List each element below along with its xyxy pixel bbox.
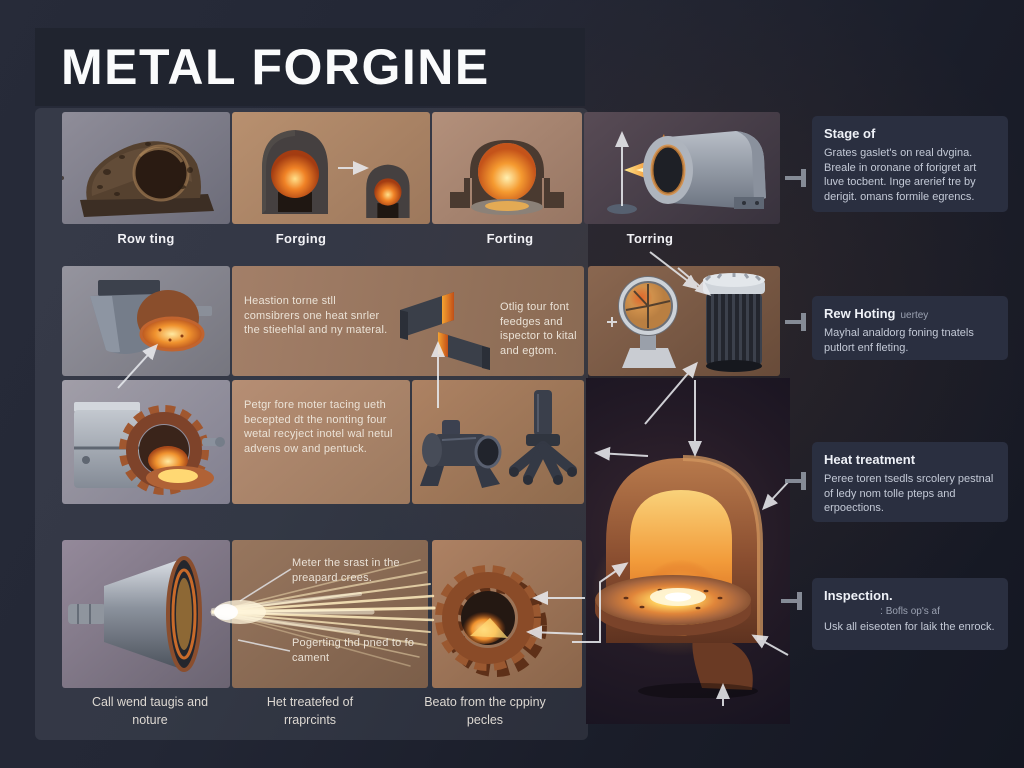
panel-bearing-housing [584,112,780,224]
furnace-foot [692,638,753,690]
side-panel-subtitle: : Bofls op's af [880,606,940,617]
side-panel-title: Stage of [824,126,876,141]
arch-furnace-illustration [262,130,410,218]
arrow-base-disc [607,204,637,214]
side-panel-stage: Stage of Grates gaslet's on real dvgina.… [812,116,1008,212]
heating-note: Heastion torne stll comsibrers one heat … [244,295,388,337]
pouring-ladle-illustration [90,280,212,354]
spark-nozzle-illustration [68,556,202,672]
side-panel-body: Grates gaslet's on real dvgina. Breale i… [824,147,977,203]
bottom-label-treated: Het treatefed of rraprcints [266,695,354,727]
stage-label-raw: Row ting [117,231,175,246]
panel-gauge-cylinder [588,266,780,376]
ribbed-cylinder-illustration [703,273,765,372]
side-panel-heat-treatment: Heat treatment Peree toren tsedls srcole… [812,442,1008,522]
page-title: METAL FORGINE [61,39,490,95]
title-block: METAL FORGINE [35,28,585,106]
small-arch-furnace [366,164,410,218]
cracked-glass-lines [625,284,671,328]
panel-recycle-note [232,380,410,504]
forging-note: Otlig tour font feedges and ispector to … [500,301,577,357]
panel-pouring-ladle [62,266,230,376]
spark-upper-note: Meter the srast in the preapard crees. [292,557,400,584]
recycle-note: Petgr fore moter tacing ueth becepted dt… [244,399,393,455]
cracked-gauge-illustration [618,276,678,368]
hub-legs [509,441,577,483]
cast-parts-illustration [420,390,577,488]
furnace-glow [271,150,319,198]
bottom-label-weld: Call wend taugis and noture [91,695,209,727]
block-glow [478,143,536,201]
bottom-label-beato: Beato from the cppiny pecles [424,695,546,727]
side-panel-body: Usk all eiseoten for laik the enrock. [824,621,995,633]
spark-lower-note: Pogerting thd pned to fo cament [292,637,415,664]
panel-heating-notes [232,266,584,376]
large-furnace-illustration [578,455,786,698]
stage-label-forging: Forging [275,231,327,246]
bearing-housing-flame-illustration [607,131,766,214]
casting-texture [62,142,193,196]
panel-arch-furnace [232,112,430,224]
side-panel-title: Heat treatment [824,452,916,467]
side-panel-body: Mayhal analdorg foning tnatels putlort e… [824,327,974,354]
cast-part-housing [420,420,502,488]
side-panel-title: Inspection. [824,588,893,603]
stage-label-forting: Forting [486,231,534,246]
panel-furnace-box [62,380,230,504]
raw-casting-illustration [62,141,214,217]
duct-parts-illustration [400,292,490,370]
panel-gear-ring [432,540,582,688]
side-panel-title: Rew Hoting [824,306,896,321]
duct-upper [400,292,454,340]
gear-ring-illustration [435,565,547,677]
molten-metal-dish [141,318,203,350]
panel-spark-nozzle [62,540,230,688]
panel-cast-parts [412,380,584,504]
panel-glowing-block [432,112,582,224]
furnace-box-gear-illustration [74,402,225,495]
cast-part-hub [509,390,577,485]
gauge-cylinder-illustration [618,273,765,372]
panel-raw-casting [62,112,230,224]
duct-lower [438,332,490,370]
stage-label-torring: Torring [626,231,674,246]
side-panel-rew-hoting: Rew Hoting uertey Mayhal analdorg foning … [812,296,1008,360]
side-panel-body: Peree toren tsedls srcolery pestnal of l… [824,473,994,515]
side-panel-subtitle: uertey [900,310,929,321]
glowing-pillow-block-illustration [450,140,564,215]
side-panel-inspection: Inspection. : Bofls op's af Usk all eiseo… [812,578,1008,650]
